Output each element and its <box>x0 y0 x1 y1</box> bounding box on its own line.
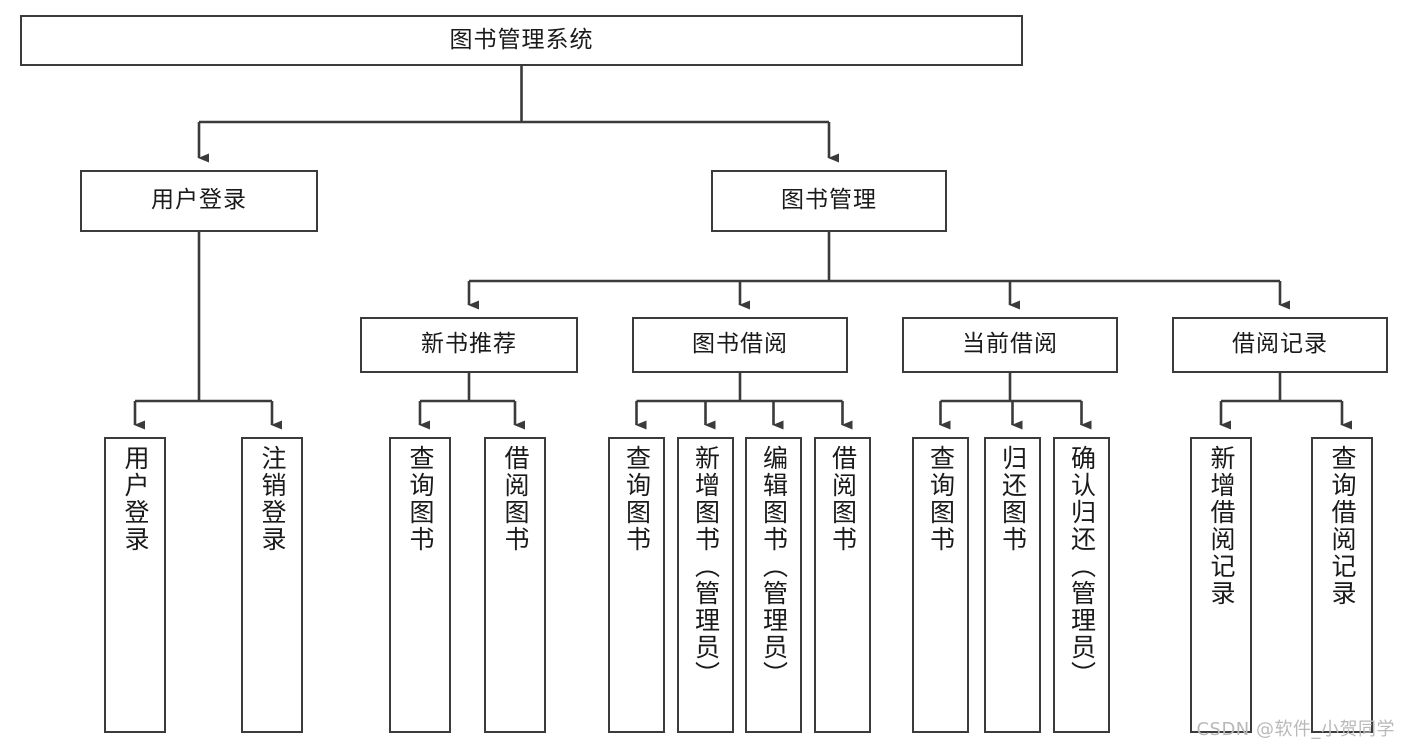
node-label: 图书管理系统 <box>449 26 594 53</box>
node-label: 图书借阅 <box>692 331 788 358</box>
node-label: 确认归还（管理员） <box>1067 445 1097 688</box>
node-leaf-borrow-book-1[interactable]: 借阅图书 <box>484 437 546 733</box>
node-label: 查询借阅记录 <box>1328 445 1357 607</box>
node-label: 查询图书 <box>406 445 435 553</box>
node-leaf-query-book-3[interactable]: 查询图书 <box>912 437 969 733</box>
node-label: 新书推荐 <box>421 331 517 358</box>
node-book-borrow[interactable]: 图书借阅 <box>632 317 848 373</box>
node-leaf-user-login[interactable]: 用户登录 <box>104 437 166 733</box>
node-label: 用户登录 <box>121 445 150 553</box>
node-root[interactable]: 图书管理系统 <box>20 15 1023 66</box>
node-label: 借阅图书 <box>828 445 858 553</box>
connector-group <box>133 66 1352 430</box>
node-user-login[interactable]: 用户登录 <box>80 170 318 232</box>
node-leaf-query-record[interactable]: 查询借阅记录 <box>1311 437 1373 733</box>
node-label: 当前借阅 <box>962 331 1058 358</box>
node-leaf-logout[interactable]: 注销登录 <box>241 437 303 733</box>
node-leaf-confirm-return[interactable]: 确认归还（管理员） <box>1053 437 1110 733</box>
node-leaf-add-book[interactable]: 新增图书（管理员） <box>677 437 734 733</box>
node-current-borrow[interactable]: 当前借阅 <box>902 317 1118 373</box>
node-book-manage[interactable]: 图书管理 <box>711 170 947 232</box>
node-label: 图书管理 <box>781 187 877 214</box>
node-label: 编辑图书（管理员） <box>759 445 789 688</box>
node-label: 查询图书 <box>926 445 956 553</box>
node-leaf-borrow-book-2[interactable]: 借阅图书 <box>814 437 871 733</box>
node-borrow-record[interactable]: 借阅记录 <box>1172 317 1388 373</box>
node-leaf-query-book-1[interactable]: 查询图书 <box>389 437 451 733</box>
node-new-book-recommend[interactable]: 新书推荐 <box>360 317 578 373</box>
node-label: 查询图书 <box>622 445 652 553</box>
node-label: 新增图书（管理员） <box>691 445 721 688</box>
node-label: 新增借阅记录 <box>1207 445 1236 607</box>
node-label: 借阅图书 <box>501 445 530 553</box>
node-label: 用户登录 <box>151 187 247 214</box>
node-leaf-add-record[interactable]: 新增借阅记录 <box>1190 437 1252 733</box>
node-leaf-edit-book[interactable]: 编辑图书（管理员） <box>745 437 802 733</box>
node-label: 借阅记录 <box>1232 331 1328 358</box>
node-label: 归还图书 <box>998 445 1028 553</box>
node-label: 注销登录 <box>258 445 287 553</box>
node-leaf-query-book-2[interactable]: 查询图书 <box>608 437 665 733</box>
node-leaf-return-book[interactable]: 归还图书 <box>984 437 1041 733</box>
